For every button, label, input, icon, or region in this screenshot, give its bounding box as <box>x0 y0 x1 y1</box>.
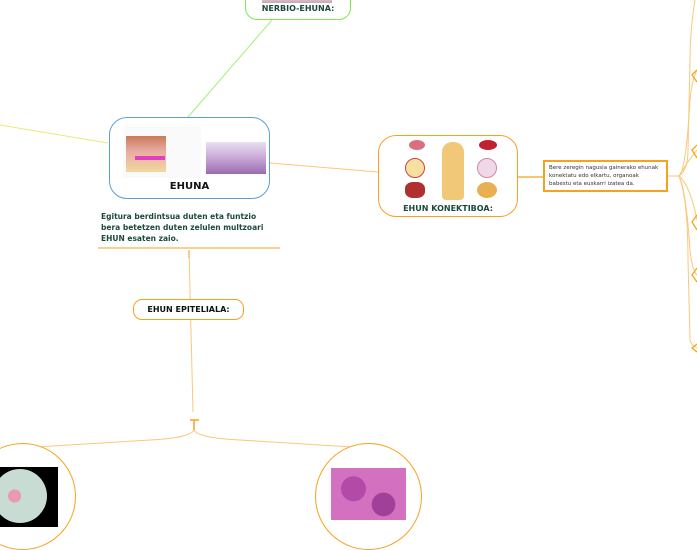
glandular-epithelium-image <box>331 468 406 520</box>
konektiboa-label: EHUN KONEKTIBOA: <box>403 204 493 213</box>
ehuna-label: EHUNA <box>169 181 210 192</box>
ehuna-description: Egitura berdintsua duten eta funtzio ber… <box>101 212 264 243</box>
konektiboa-description-box[interactable]: Bere zeregin nagusia gainerako ehunak ko… <box>543 160 668 192</box>
node-ehuna[interactable]: EHUNA <box>109 117 270 199</box>
node-konektiboa[interactable]: EHUN KONEKTIBOA: <box>378 135 518 217</box>
connector-lines <box>0 0 697 449</box>
connective-tissue-image <box>397 140 497 200</box>
tissue-histology-image <box>206 142 266 174</box>
nerbio-label: NERBIO-EHUNA: <box>261 4 335 13</box>
skin-diagram-image <box>123 126 201 178</box>
node-nerbio-ehuna[interactable]: NERBIO-EHUNA: <box>245 0 351 20</box>
nerbio-image <box>262 0 332 3</box>
squamous-epithelium-image <box>0 467 58 527</box>
konektiboa-description: Bere zeregin nagusia gainerako ehunak ko… <box>549 165 659 187</box>
epiteliala-label: EHUN EPITELIALA: <box>147 305 230 314</box>
node-ehun-epiteliala[interactable]: EHUN EPITELIALA: <box>133 299 244 320</box>
node-epithelial-circle-right[interactable] <box>315 443 422 550</box>
